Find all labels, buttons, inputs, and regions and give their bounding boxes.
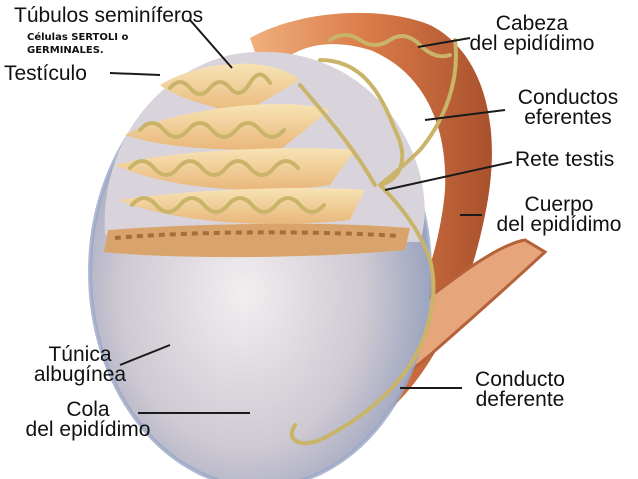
label-rete-testis: Rete testis (515, 150, 614, 170)
label-celulas-line2: GERMINALES. (27, 44, 128, 57)
label-rete-text: Rete testis (515, 150, 614, 170)
label-cola-line2: del epidídimo (8, 420, 168, 440)
label-cabeza-line1: Cabeza (452, 14, 612, 34)
label-tunica-line2: albugínea (20, 365, 140, 385)
label-tubulos-seminiferos: Túbulos seminíferos (14, 6, 203, 26)
label-testiculo: Testículo (4, 64, 87, 84)
label-cola-line1: Cola (8, 400, 168, 420)
leader-testiculo (110, 73, 160, 75)
label-conductos-eferentes: Conductos eferentes (502, 88, 634, 128)
label-cuerpo-epididimo: Cuerpo del epidídimo (484, 195, 634, 235)
label-cuerpo-line1: Cuerpo (484, 195, 634, 215)
label-cabeza-epididimo: Cabeza del epidídimo (452, 14, 612, 54)
leader-tubulos (190, 20, 232, 68)
label-tunica-albuginea: Túnica albugínea (20, 345, 140, 385)
label-tunica-line1: Túnica (20, 345, 140, 365)
label-conducto-deferente: Conducto deferente (460, 370, 580, 410)
label-conductos-line1: Conductos (502, 88, 634, 108)
label-cabeza-line2: del epidídimo (452, 34, 612, 54)
label-conductos-line2: eferentes (502, 108, 634, 128)
label-celulas-line1: Células SERTOLI o (27, 31, 128, 44)
label-testiculo-text: Testículo (4, 64, 87, 84)
cut-surface (104, 224, 410, 257)
label-deferente-line2: deferente (460, 390, 580, 410)
label-cola-epididimo: Cola del epidídimo (8, 400, 168, 440)
label-tubulos-text: Túbulos seminíferos (14, 6, 203, 26)
label-deferente-line1: Conducto (460, 370, 580, 390)
label-cuerpo-line2: del epidídimo (484, 215, 634, 235)
label-celulas-sertoli: Células SERTOLI o GERMINALES. (27, 31, 128, 57)
